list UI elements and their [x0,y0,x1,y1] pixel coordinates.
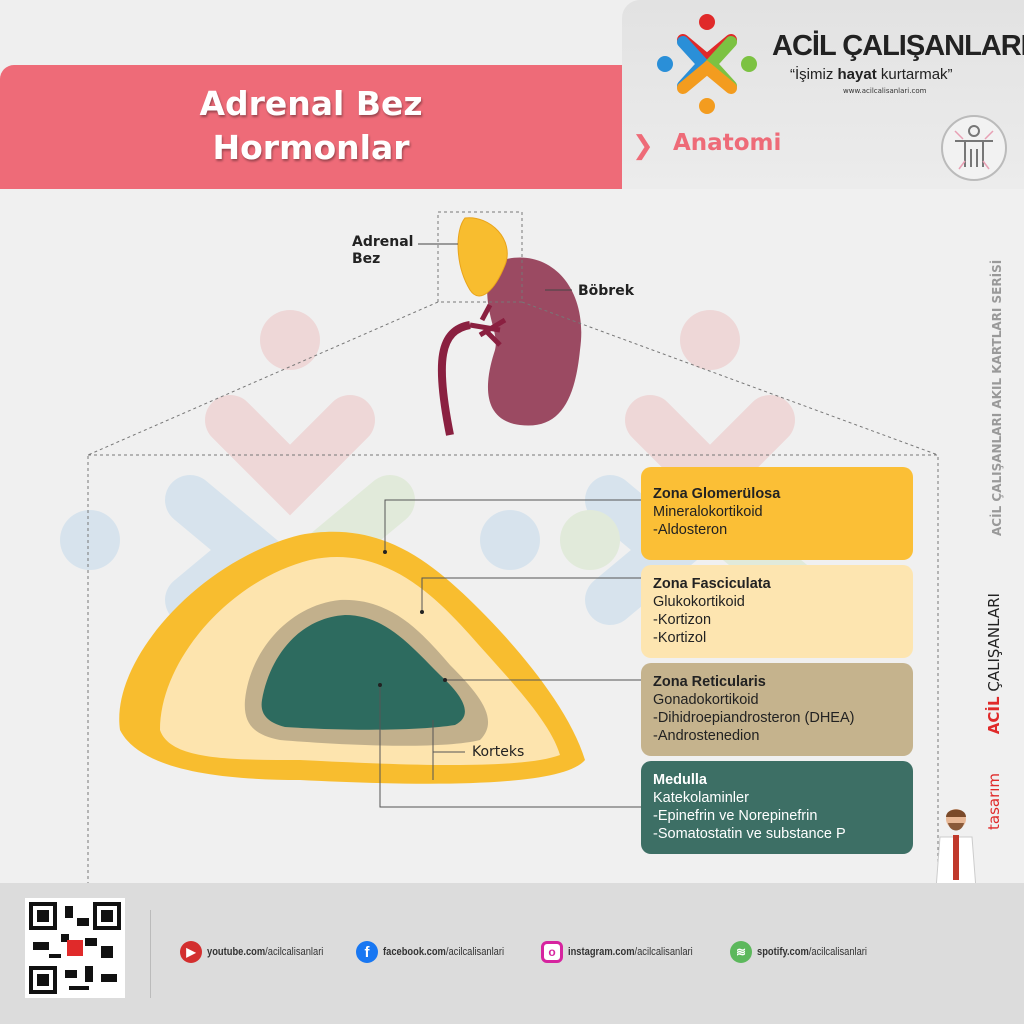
instagram-icon: o [541,941,563,963]
kidney-label: Böbrek [578,283,635,299]
section-label: Anatomi [673,130,782,156]
brand-logo [657,14,757,114]
youtube-link[interactable]: ▶youtube.com/acilcalisanlari [180,941,344,963]
chevron-right-icon: ❯ [632,131,654,161]
website-url: www.acilcalisanlari.com [843,87,927,95]
qr-code [25,898,125,998]
title-banner [0,65,622,189]
design-credit: tasarım ACİL ÇALIŞANLARI [985,593,1003,830]
human-body-icon [941,115,1007,181]
series-label: ACİL ÇALIŞANLARI AKIL KARTLARI SERİSİ [990,259,1004,536]
youtube-icon: ▶ [180,941,202,963]
kidney-diagram [87,211,939,889]
footer-divider [150,910,151,998]
spotify-icon: ≋ [730,941,752,963]
spotify-link[interactable]: ≋spotify.com/acilcalisanlari [730,941,886,963]
facebook-icon: f [356,941,378,963]
brand-name: ACİL ÇALIŞANLARI [772,30,1024,62]
slogan: “İşimiz hayat kurtarmak” [790,66,953,83]
footer [0,883,1024,1024]
cortex-label: Korteks [472,744,525,760]
adrenal-label: Adrenal Bez [352,234,414,267]
